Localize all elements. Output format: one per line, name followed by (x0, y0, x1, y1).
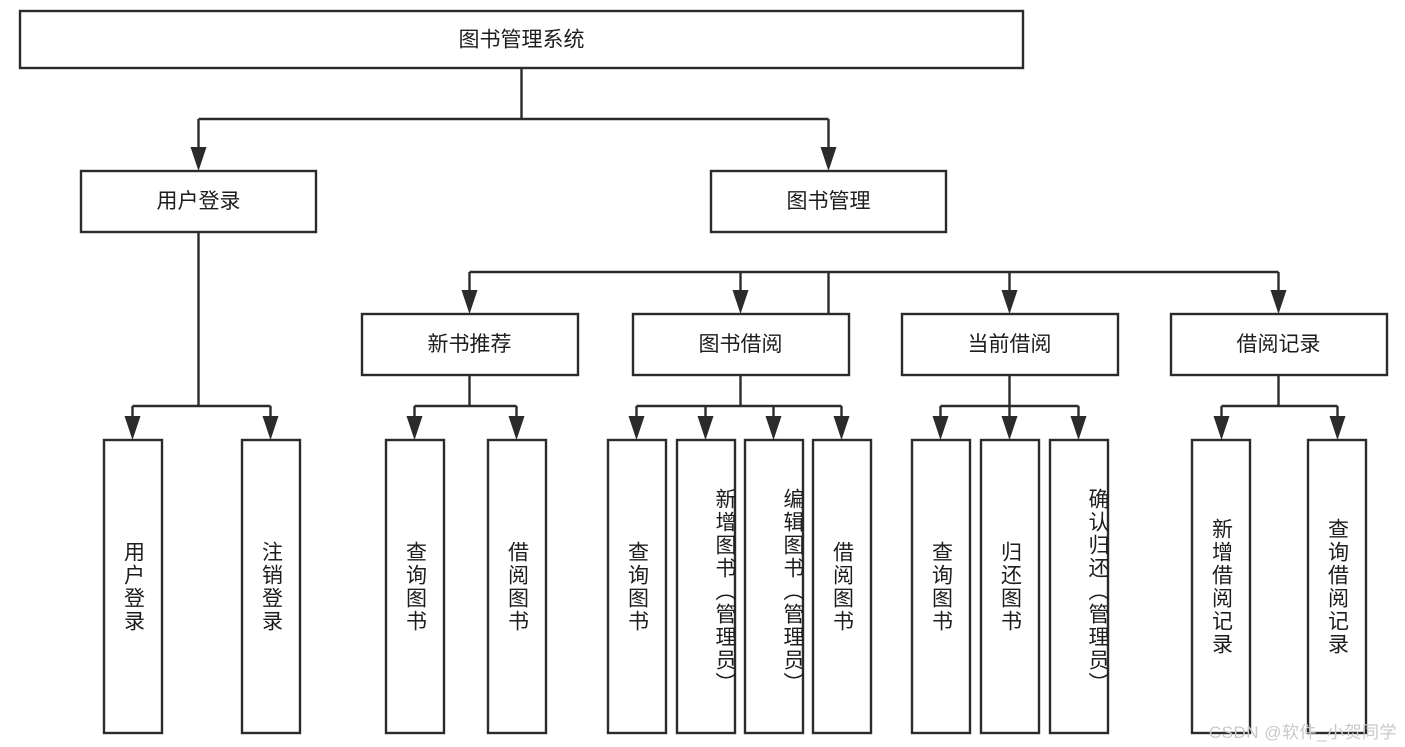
connector-group-borrow-record (1213, 375, 1346, 440)
node-current-borrow-label: 当前借阅 (968, 333, 1052, 356)
arrow-head-leaf-return-book (1001, 416, 1018, 440)
node-leaf-return-book-box[interactable] (979, 438, 1041, 735)
arrow-head-book-borrow (732, 290, 749, 314)
connector-group-user-login (124, 232, 279, 440)
node-current-borrow[interactable]: 当前借阅 (900, 312, 1120, 377)
node-user-login[interactable]: 用户登录 (79, 169, 318, 234)
arrow-head-leaf-add-record (1213, 416, 1230, 440)
connector-group-current-borrow (932, 375, 1087, 440)
connector-group-new-book-recommend (406, 375, 525, 440)
arrow-head-book-manage (820, 147, 837, 171)
node-leaf-add-record-box[interactable] (1190, 438, 1252, 735)
arrow-head-leaf-borrow-book-2 (833, 416, 850, 440)
node-leaf-query-record-box[interactable] (1306, 438, 1368, 735)
node-book-borrow[interactable]: 图书借阅 (631, 312, 851, 377)
node-book-manage[interactable]: 图书管理 (709, 169, 948, 234)
node-book-manage-label: 图书管理 (787, 190, 871, 213)
node-new-book-recommend[interactable]: 新书推荐 (360, 312, 580, 377)
node-user-login-label: 用户登录 (157, 190, 241, 213)
arrow-head-leaf-query-book-1 (406, 416, 423, 440)
node-leaf-confirm-return-box[interactable] (1048, 438, 1110, 735)
node-system-box[interactable] (18, 9, 1025, 70)
node-leaf-add-book-box[interactable] (675, 438, 737, 735)
node-leaf-borrow-book-2-box[interactable] (811, 438, 873, 735)
node-leaf-query-book-3-box[interactable] (910, 438, 972, 735)
connector-group-book-manage (461, 270, 1287, 375)
arrow-head-borrow-record (1270, 290, 1287, 314)
arrow-head-leaf-user-login (124, 416, 141, 440)
arrow-head-leaf-logout-login (262, 416, 279, 440)
node-current-borrow-box[interactable] (900, 312, 1120, 377)
arrow-head-leaf-edit-book (765, 416, 782, 440)
node-book-borrow-box[interactable] (631, 312, 851, 377)
node-leaf-borrow-book-1-box[interactable] (486, 438, 548, 735)
node-leaf-query-book-2-box[interactable] (606, 438, 668, 735)
arrow-head-new-book-recommend (461, 290, 478, 314)
arrow-head-user-login (190, 147, 207, 171)
node-borrow-record-label: 借阅记录 (1237, 333, 1321, 356)
node-borrow-record-box[interactable] (1169, 312, 1389, 377)
node-system[interactable]: 图书管理系统 (18, 9, 1025, 70)
node-leaf-query-book-1-box[interactable] (384, 438, 446, 735)
arrow-head-current-borrow (1001, 290, 1018, 314)
arrow-head-leaf-add-book (697, 416, 714, 440)
node-user-login-box[interactable] (79, 169, 318, 234)
watermark-text: CSDN @软件_小贺同学 (1208, 723, 1397, 742)
connector-group-root (190, 68, 837, 171)
arrow-head-leaf-confirm-return (1070, 416, 1087, 440)
connector-group-book-borrow (628, 375, 850, 440)
node-borrow-record[interactable]: 借阅记录 (1169, 312, 1389, 377)
arrow-head-leaf-query-record (1329, 416, 1346, 440)
node-system-label: 图书管理系统 (459, 29, 585, 52)
node-leaf-edit-book-box[interactable] (743, 438, 805, 735)
node-book-manage-box[interactable] (709, 169, 948, 234)
node-leaf-user-login-box[interactable] (102, 438, 164, 735)
node-new-book-recommend-label: 新书推荐 (428, 333, 512, 356)
arrow-head-leaf-query-book-2 (628, 416, 645, 440)
node-new-book-recommend-box[interactable] (360, 312, 580, 377)
arrow-head-leaf-query-book-3 (932, 416, 949, 440)
node-book-borrow-label: 图书借阅 (699, 333, 783, 356)
node-leaf-logout-login-box[interactable] (240, 438, 302, 735)
arrow-head-leaf-borrow-book-1 (508, 416, 525, 440)
